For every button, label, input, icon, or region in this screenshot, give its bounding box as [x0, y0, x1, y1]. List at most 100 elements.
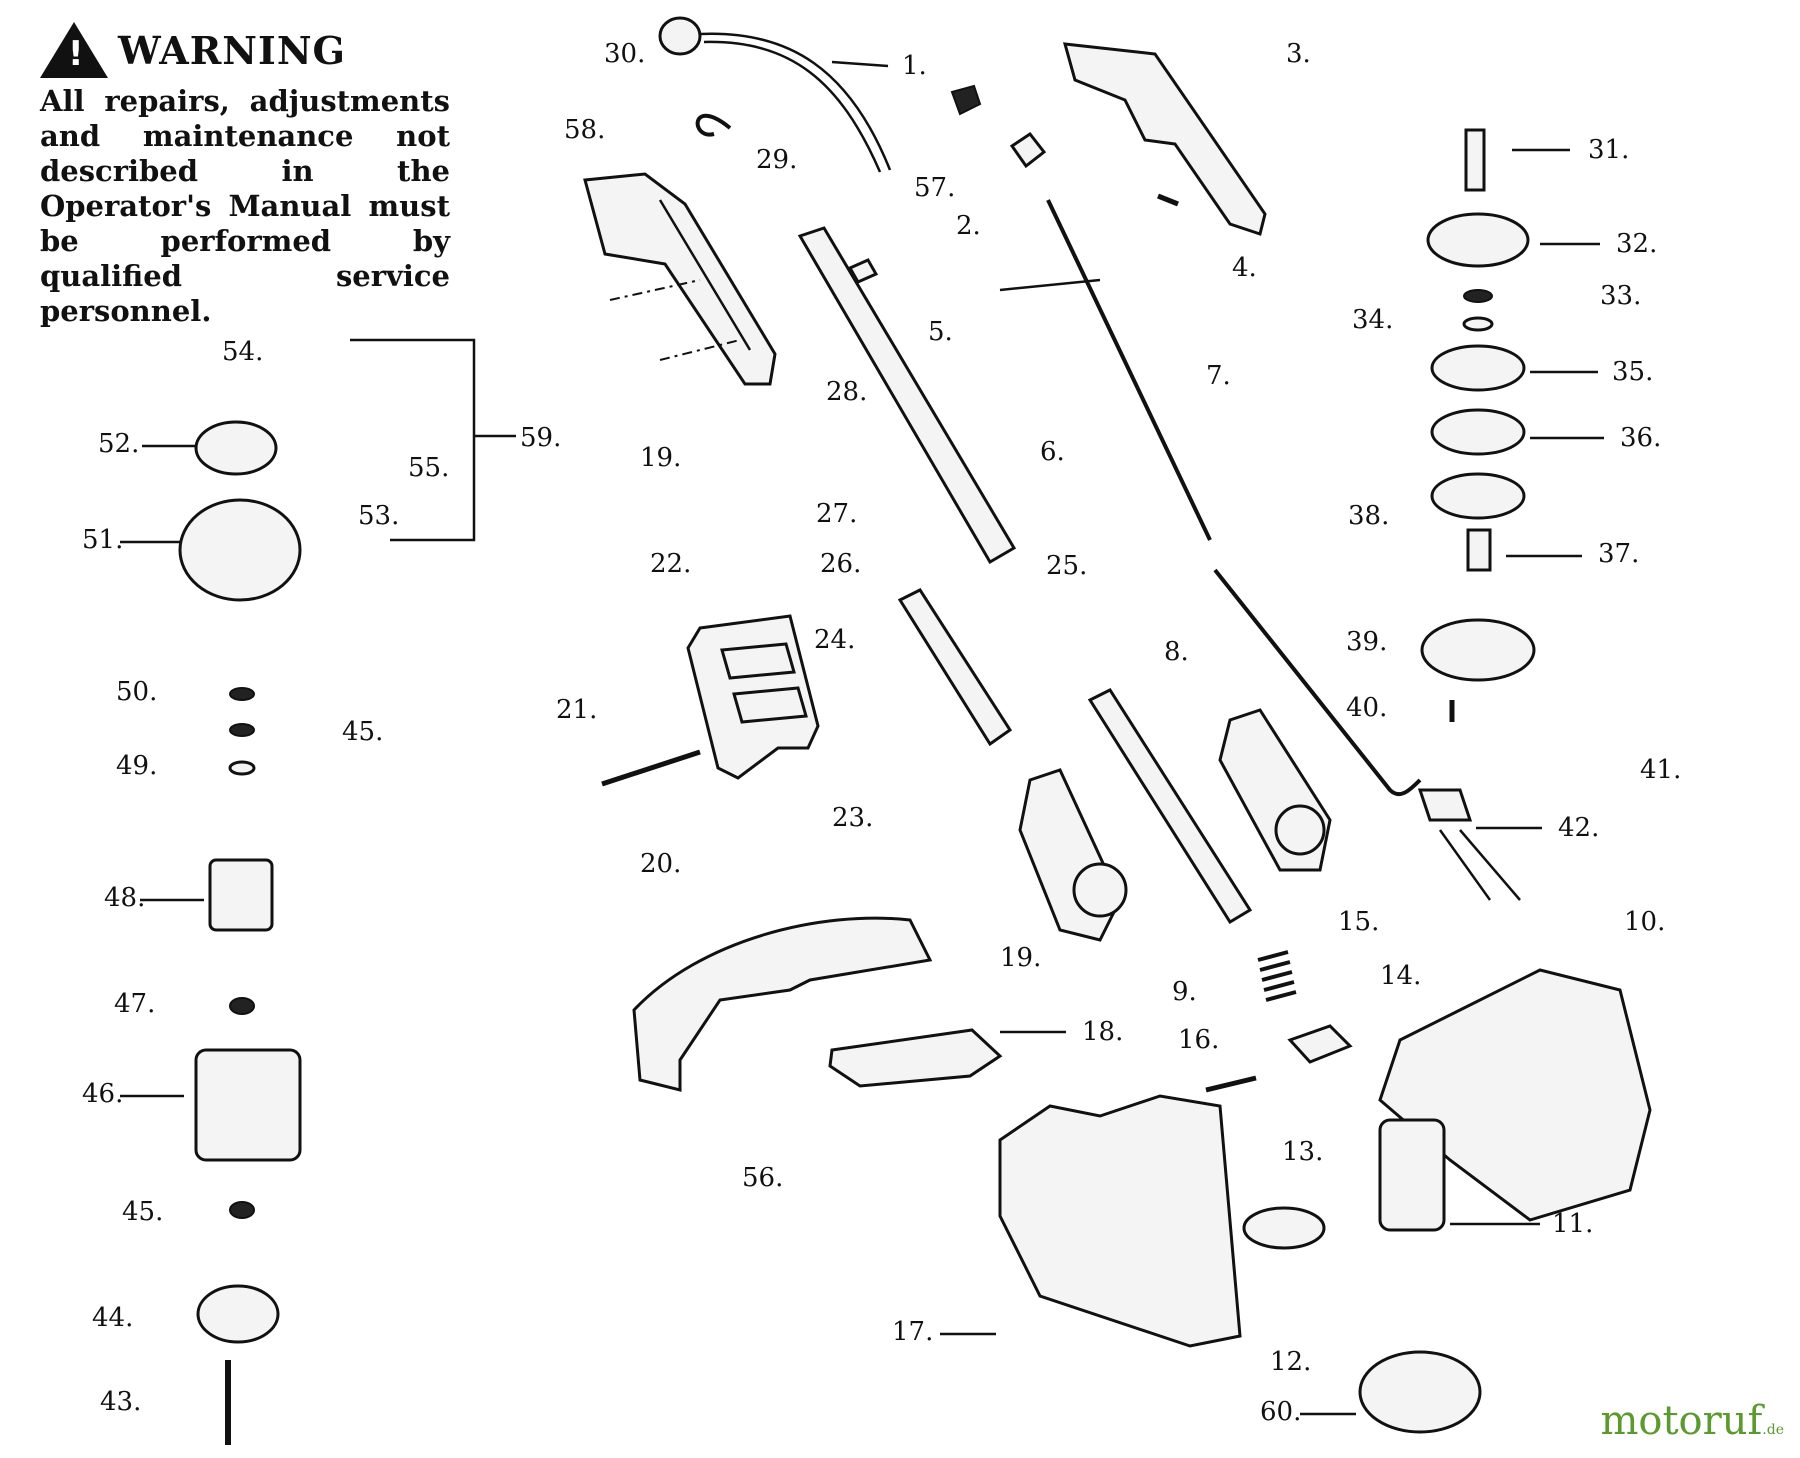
callout-3: 3.	[1286, 39, 1311, 69]
callout-28: 28.	[826, 377, 867, 407]
callout-48: 48.	[104, 883, 145, 913]
part-drawings	[178, 16, 1652, 1445]
end-bell-51	[178, 498, 302, 602]
callout-20: 20.	[640, 849, 681, 879]
retaining-pin	[1205, 1075, 1257, 1093]
callout-24: 24.	[814, 625, 855, 655]
callout-12: 12.	[1270, 1347, 1311, 1377]
assist-handle-slot-upper	[720, 642, 796, 680]
callout-5: 5.	[928, 317, 953, 347]
callout-47: 47.	[114, 989, 155, 1019]
callout-57: 57.	[914, 173, 955, 203]
callout-56: 56.	[742, 1163, 783, 1193]
callout-38: 38.	[1348, 501, 1389, 531]
callout-4: 4.	[1232, 253, 1257, 283]
warning-heading: ! WARNING	[40, 22, 460, 78]
housing-half	[998, 1094, 1242, 1348]
callout-31: 31.	[1588, 135, 1629, 165]
callout-40: 40.	[1346, 693, 1387, 723]
callout-54: 54.	[222, 337, 263, 367]
callout-33: 33.	[1600, 281, 1641, 311]
warning-triangle-icon: !	[40, 22, 108, 78]
callout-60: 60.	[1260, 1397, 1301, 1427]
field-46	[194, 1048, 302, 1162]
spool-ring	[1430, 472, 1526, 520]
handle-inner	[658, 199, 752, 351]
callout-55: 55.	[408, 453, 449, 483]
pin	[1157, 193, 1179, 207]
handle-half-right	[1062, 42, 1267, 236]
callout-22: 22.	[650, 549, 691, 579]
callout-59: 59.	[520, 423, 561, 453]
callout-1: 1.	[902, 51, 927, 81]
callout-52: 52.	[98, 429, 139, 459]
callout-41: 41.	[1640, 755, 1681, 785]
bolt-31	[1464, 128, 1486, 192]
callout-26: 26.	[820, 549, 861, 579]
callout-58: 58.	[564, 115, 605, 145]
callout-17: 17.	[892, 1317, 933, 1347]
callout-13: 13.	[1282, 1137, 1323, 1167]
callout-45-b: 45.	[122, 1197, 163, 1227]
warning-text: All repairs, adjustments and maintenance…	[40, 84, 450, 328]
callout-15: 15.	[1338, 907, 1379, 937]
grass-guard	[632, 916, 933, 1092]
cord-clip	[695, 113, 732, 137]
callout-16: 16.	[1178, 1025, 1219, 1055]
upper-shaft	[797, 226, 1017, 565]
rod-lower	[1213, 568, 1422, 797]
guard-bracket	[828, 1028, 1003, 1088]
callout-34: 34.	[1352, 305, 1393, 335]
callout-6: 6.	[1040, 437, 1065, 467]
callout-23: 23.	[832, 803, 873, 833]
callout-37: 37.	[1598, 539, 1639, 569]
spring-cap	[1287, 1024, 1353, 1064]
callout-50: 50.	[116, 677, 157, 707]
callout-8: 8.	[1164, 637, 1189, 667]
callout-36: 36.	[1620, 423, 1661, 453]
armature-48	[208, 858, 274, 932]
callout-45-a: 45.	[342, 717, 383, 747]
callout-35: 35.	[1612, 357, 1653, 387]
callout-27: 27.	[816, 499, 857, 529]
callout-18: 18.	[1082, 1017, 1123, 1047]
power-cord	[658, 16, 892, 173]
bracket-right-hub	[1274, 804, 1326, 856]
callout-30: 30.	[604, 39, 645, 69]
fan	[1426, 212, 1530, 268]
callout-42: 42.	[1558, 813, 1599, 843]
callout-10: 10.	[1624, 907, 1665, 937]
assist-handle-slot-lower	[732, 686, 808, 724]
cord-retainer	[950, 84, 982, 116]
callout-7: 7.	[1206, 361, 1231, 391]
callout-39: 39.	[1346, 627, 1387, 657]
callout-49: 49.	[116, 751, 157, 781]
leader-arrows	[120, 60, 1604, 1416]
callout-53: 53.	[358, 501, 399, 531]
brush-holder-52	[194, 420, 278, 476]
assembly-59-bracket	[350, 338, 516, 542]
callout-29: 29.	[756, 145, 797, 175]
callout-43: 43.	[100, 1387, 141, 1417]
washer-50	[229, 687, 255, 701]
watermark-logo: motoruf.de	[1600, 1398, 1784, 1444]
watermark-suffix: .de	[1762, 1422, 1784, 1438]
warning-title: WARNING	[118, 27, 347, 73]
callout-2: 2.	[956, 211, 981, 241]
callout-labels: 1. 2. 3. 4. 5. 6. 7. 8. 9. 10. 11. 12. 1…	[82, 39, 1681, 1427]
arrow-1	[831, 60, 889, 68]
screw-line-28a	[609, 279, 701, 301]
shaft-support	[1087, 688, 1253, 925]
washer-45b	[229, 1201, 255, 1219]
end-cap-44	[196, 1284, 280, 1344]
callout-19-b: 19.	[1000, 943, 1041, 973]
washer-47	[229, 997, 255, 1015]
callout-14: 14.	[1380, 961, 1421, 991]
callout-44: 44.	[92, 1303, 133, 1333]
callout-19-a: 19.	[640, 443, 681, 473]
bolt	[601, 749, 701, 787]
switch-wires	[1438, 829, 1521, 901]
callout-32: 32.	[1616, 229, 1657, 259]
